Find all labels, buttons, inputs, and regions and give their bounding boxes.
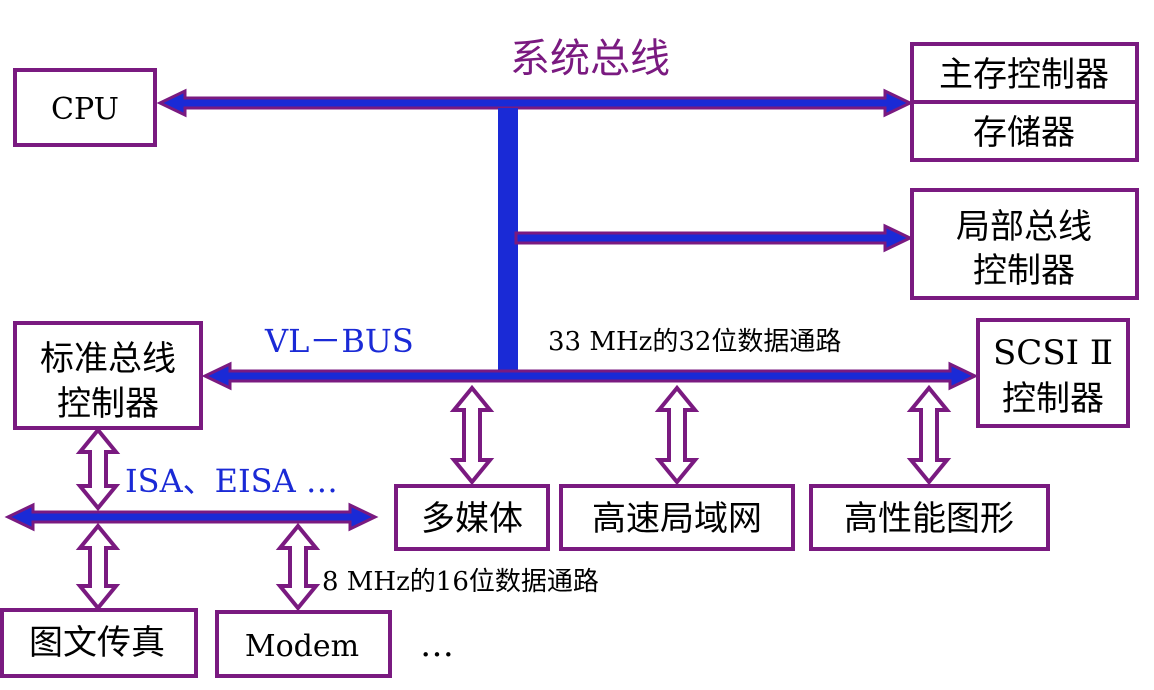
more-devices-ellipsis: …: [420, 625, 454, 665]
cpu-label: CPU: [51, 92, 119, 127]
isa-data-path-label: 8 MHz的16位数据通路: [322, 567, 599, 597]
scsi-controller-label-line1: SCSI Ⅱ: [993, 333, 1113, 373]
high-speed-lan-box: 高速局域网: [559, 484, 795, 551]
standard-controller-connector-arrow: [75, 426, 121, 512]
isa-bus-arrow: [4, 502, 379, 532]
lan-connector-arrow: [654, 384, 700, 486]
high-performance-graphics-label: 高性能图形: [844, 499, 1014, 539]
fax-connector-arrow: [75, 522, 121, 612]
vl-bus-label: VL－BUS: [264, 322, 414, 360]
main-memory-controller-box: 主存控制器: [910, 42, 1139, 104]
multimedia-box: 多媒体: [394, 484, 550, 551]
vertical-bus-trunk: [498, 108, 518, 370]
multimedia-label: 多媒体: [421, 499, 523, 539]
modem-connector-arrow: [275, 522, 321, 612]
standard-bus-controller-box: 标准总线 控制器: [13, 321, 203, 430]
memory-box: 存储器: [910, 100, 1139, 162]
modem-box: Modem: [215, 610, 392, 678]
local-bus-controller-box: 局部总线 控制器: [910, 188, 1139, 300]
high-performance-graphics-box: 高性能图形: [809, 484, 1050, 551]
vl-bus-data-path-label: 33 MHz的32位数据通路: [548, 327, 841, 357]
main-memory-controller-label: 主存控制器: [939, 55, 1109, 95]
system-bus-title: 系统总线: [510, 36, 670, 82]
standard-bus-controller-label-line2: 控制器: [57, 384, 159, 424]
local-bus-arrow: [514, 223, 914, 253]
standard-bus-controller-label-line1: 标准总线: [40, 339, 176, 379]
vl-bus-arrow: [201, 361, 979, 391]
modem-label: Modem: [245, 629, 359, 664]
high-speed-lan-label: 高速局域网: [592, 499, 762, 539]
graphics-connector-arrow: [906, 384, 952, 486]
memory-label: 存储器: [973, 113, 1075, 153]
scsi-controller-box: SCSI Ⅱ 控制器: [976, 318, 1130, 428]
system-bus-arrow: [156, 88, 914, 118]
fax-label: 图文传真: [29, 623, 165, 663]
scsi-controller-label-line2: 控制器: [1002, 379, 1104, 419]
local-bus-controller-label-line2: 控制器: [973, 251, 1075, 291]
cpu-box: CPU: [13, 68, 157, 147]
local-bus-controller-label-line1: 局部总线: [956, 207, 1092, 247]
multimedia-connector-arrow: [449, 384, 495, 486]
fax-box: 图文传真: [0, 608, 198, 678]
isa-eisa-label: ISA、EISA …: [125, 462, 338, 500]
